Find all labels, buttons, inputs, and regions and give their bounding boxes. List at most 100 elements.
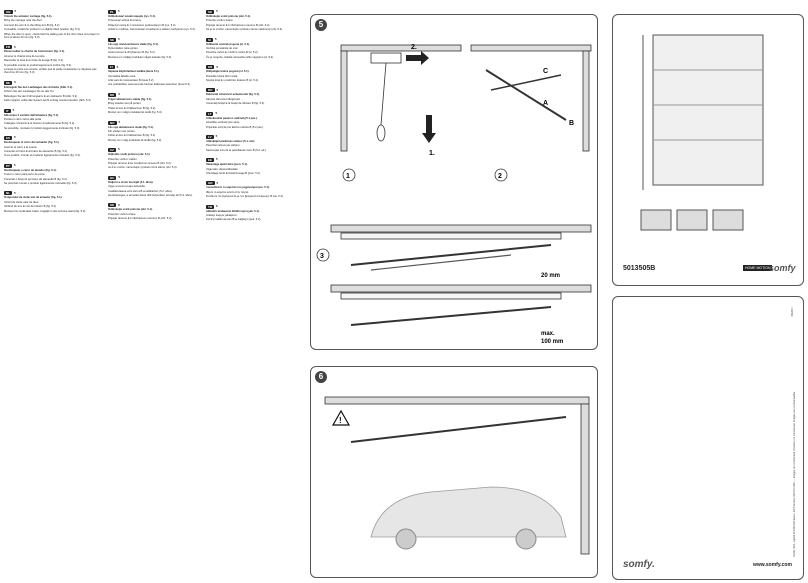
language-code: HU [108, 175, 117, 180]
language-code: GR [206, 181, 215, 186]
step-number: 5 [216, 87, 219, 92]
language-code: SK [206, 10, 215, 14]
detail-unlock-carriage: 2. 1. 1 [340, 44, 462, 182]
sub-figure-2: 2 [498, 173, 502, 180]
instruction-line: Monter om mulig produktet litt skrått (f… [108, 138, 163, 142]
language-code: TR [206, 204, 214, 209]
step-title: Aktüatör arabasının kilidini açın (şek. … [206, 209, 260, 213]
language-code: FR [4, 45, 12, 50]
step-number: 5 [118, 175, 121, 180]
instruction-line: Conectar el brazo E al brazo de elevació… [4, 149, 68, 153]
language-code: FI [108, 65, 115, 70]
instruction-line: Trazer o carro para perto da porta. [4, 173, 46, 177]
instruction-line: Si es posible, montar el producto ligera… [4, 154, 81, 158]
date-code: 06/2017 [791, 307, 794, 317]
instruction-line: Bring slæden tæt på porten. [108, 102, 142, 106]
instruction-line: Flytta släden nära porten. [108, 47, 139, 51]
instruction-line: Lorsque la porte est ouverte, vérifier q… [4, 68, 97, 75]
instruction-line: Atvežkite vežimėlį prie vartų. [206, 121, 241, 125]
instruction-line: If possible, install the product in a sl… [4, 28, 81, 32]
language-code: PT [4, 163, 12, 168]
document-code: 5013505B [623, 265, 656, 272]
instruction-line: Arabayı kapıya yaklaştırın. [206, 213, 238, 217]
instruction-line: Povežite ročico E z dvižno ročico B (sl.… [206, 51, 259, 55]
step-number: 5 [14, 44, 16, 49]
step-title: Odblokować wózek napędu (rys. 5.1). [108, 15, 156, 18]
label-c: C [543, 68, 548, 75]
instruction-line: Connect the arm E to the lifting arm B (… [4, 23, 61, 27]
figure-6-drawing: ! [324, 396, 590, 555]
instruction-line: Jeżeli to możliwe, zamontować urządzenie… [108, 28, 196, 32]
step-title: Unlock the actuator carriage (fig. 5.1). [4, 15, 53, 18]
step-title: Vapauta käyttölaitteen kelkka (kuva 5.1)… [108, 70, 160, 74]
language-code: SI [206, 37, 213, 42]
warning-icon [331, 409, 351, 426]
brand-logo-bottom: somfy. [623, 559, 655, 570]
language-code: LT [206, 111, 214, 116]
instruction-line: Φέρτε το καρότσι κοντά στην πόρτα. [206, 190, 249, 194]
instruction-line: Voziček pomaknite do vrat. [206, 47, 239, 51]
label-100mm: 100 mm [541, 339, 563, 345]
figure-5-drawing: 2. 1. 1 C A B 2 [316, 44, 592, 345]
instruction-line: Połączyć ramię E z ramieniem podnoszącym… [108, 23, 177, 27]
step-title: Déverrouiller le chariot de l'actionneur… [4, 50, 65, 54]
instruction-line: Koble armen E til løftearmen B (fig. 5.2… [108, 134, 156, 138]
step-title: Atbloķējiet piedziņas ratiņus (5.1. att.… [206, 139, 255, 143]
instruction-line: Führen Sie den Laufwagen bis an das Tor. [4, 90, 55, 94]
instruction-line: Før sleden nær porten. [108, 129, 136, 133]
cover-panel-top: 5013505B HOME MOTION somfy [612, 14, 804, 286]
step-number: 5 [216, 180, 219, 185]
instruction-line: Přesuňte vozík k vratům. [108, 157, 138, 161]
step-number: 5 [216, 9, 218, 14]
step-title: Odblokujte vozík pohonu (obr. 5.1). [206, 15, 251, 18]
label-b: B [569, 120, 574, 127]
step-number: 5 [216, 157, 218, 162]
instruction-line: Montera om möjligt produkten något lutan… [108, 55, 172, 59]
instruction-line: Dovedite kolica blizu vrata. [206, 74, 238, 78]
instruction-line: Monter om muligt produktet let skråt (fi… [108, 111, 163, 115]
instruction-line: When the door is open, check that the sl… [4, 32, 100, 40]
step-title: Odklenite voziček pogona (sl. 5.1). [206, 42, 250, 46]
step-number: 5 [215, 110, 218, 115]
language-code: EE [206, 158, 215, 163]
instruction-line: Bring the carriage near the door. [4, 19, 43, 23]
step-title: Desbloquear o carro do atuador (fig. 5.1… [4, 168, 57, 172]
svg-text:!: ! [339, 416, 342, 425]
step-title: Atblokuokite pavaros vežimėlį (5.1 pav.)… [206, 116, 258, 120]
step-number-6: 6 [315, 371, 327, 383]
text-column-1: GB 5 Unlock the actuator carriage (fig. 5.… [4, 9, 102, 219]
instruction-line: Spojite krak E s podiznim krakom B (sl. … [206, 79, 259, 83]
instruction-line: Verbind de arm E met de hefarm B (fig. 5… [4, 205, 57, 209]
arrow-2-label: 2. [411, 44, 417, 51]
step-number: 5 [118, 147, 120, 152]
language-code: GB [4, 10, 13, 14]
instruction-line: Viige käru värava lähedale. [206, 167, 239, 171]
instruction-line: Ak je to možné, namontujte výrobok miern… [206, 28, 283, 32]
instruction-line: Připojte rameno E ke zvedacímu ramenu B … [108, 161, 172, 165]
step-title: Desbloquear el carro del actuador (fig. … [4, 141, 60, 145]
instruction-line: Se possibile, montare il prodotto legger… [4, 126, 81, 130]
brand-badge: HOME MOTION [743, 265, 773, 271]
instruction-line: Vie kelkka lähelle ovea. [108, 74, 137, 78]
step-title: Odblokujte vozík pohonu (obr. 5.1). [108, 208, 153, 212]
